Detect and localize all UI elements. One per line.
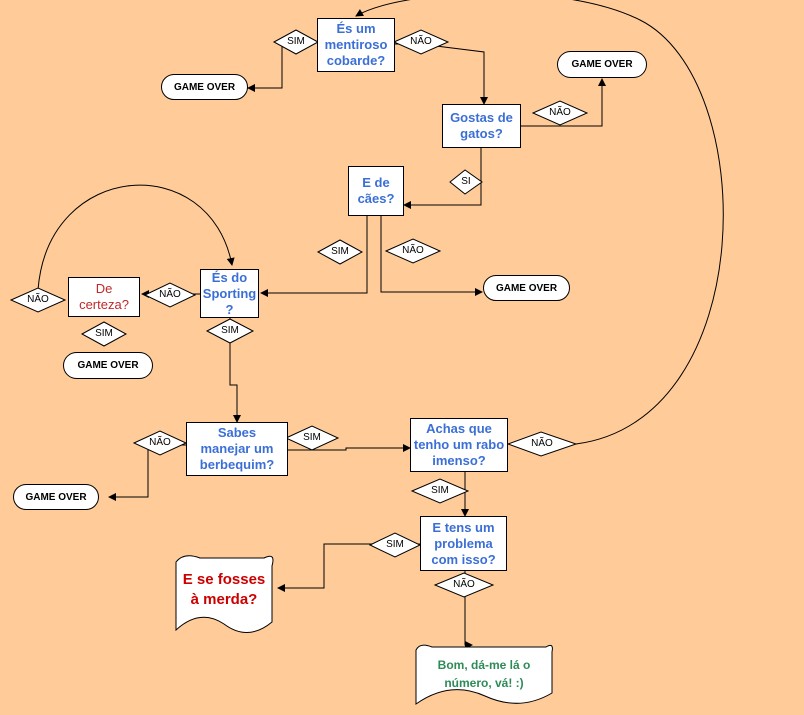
connector-mentiroso-nao: [395, 43, 488, 105]
label-berbequim-nao: NÃO: [149, 437, 171, 448]
terminal-game-over-left: GAME OVER: [13, 484, 99, 510]
diamond-mentiroso-nao: [392, 29, 450, 55]
box-gatos: Gostas de gatos?: [442, 104, 521, 148]
label-sporting-sim: SIM: [221, 325, 239, 336]
diamond-certeza-nao: [9, 287, 67, 313]
label-certeza-nao: NÃO: [27, 294, 49, 305]
label-berbequim-sim: SIM: [303, 432, 321, 443]
document-merda-text: E se fosses à merda?: [182, 571, 266, 608]
diamond-caes-sim: [316, 239, 364, 265]
terminal-game-over-middle: GAME OVER: [483, 275, 570, 301]
document-merda-shape: [175, 555, 274, 633]
diamond-berbequim-sim: [284, 425, 340, 451]
diamond-caes-nao: [384, 238, 442, 264]
label-rabo-nao: NÃO: [531, 438, 553, 449]
label-problema-sim: SIM: [386, 539, 404, 550]
box-sporting: És do Sporting ?: [200, 269, 259, 318]
diamond-gatos-nao: [531, 100, 589, 126]
connector-certeza-loop: [37, 184, 235, 291]
connector-gatos-nao: [521, 78, 606, 127]
box-problema: E tens um problema com isso?: [420, 516, 507, 571]
label-mentiroso-sim: SIM: [287, 36, 305, 47]
label-caes-nao: NÃO: [402, 245, 424, 256]
connector-rabo-loop: [355, 0, 724, 445]
label-problema-nao: NÃO: [453, 579, 475, 590]
diamond-rabo-sim: [410, 478, 470, 504]
label-gatos-nao: NÃO: [549, 107, 571, 118]
label-caes-sim: SIM: [331, 246, 349, 257]
label-certeza-sim: SIM: [95, 328, 113, 339]
box-certeza: De certeza?: [68, 277, 140, 317]
connector-berbequim-nao: [108, 444, 186, 501]
connector-sporting-sim: [229, 318, 241, 423]
box-rabo: Achas que tenho um rabo imenso?: [410, 418, 508, 472]
label-gatos-si: SI: [461, 176, 471, 187]
document-numero-text: Bom, dá-me lá o número, vá! :): [437, 658, 531, 690]
connector-berbequim-sim: [288, 444, 411, 452]
label-mentiroso-nao: NÃO: [410, 36, 432, 47]
label-sporting-nao: NÃO: [159, 289, 181, 300]
box-berbequim: Sabes manejar um berbequim?: [186, 422, 288, 476]
connector-mentiroso-sim: [247, 41, 317, 92]
box-mentiroso: És um mentiroso cobarde?: [317, 18, 395, 72]
box-caes: E de cães?: [348, 166, 404, 216]
connector-gatos-si: [403, 148, 482, 209]
diamond-certeza-sim: [80, 321, 128, 347]
document-numero-shape: [415, 644, 553, 705]
terminal-game-over-top-left: GAME OVER: [161, 74, 248, 100]
diamond-sporting-sim: [205, 318, 255, 344]
diamond-rabo-nao: [506, 431, 578, 457]
terminal-game-over-certeza: GAME OVER: [63, 352, 153, 379]
connector-caes-nao: [380, 216, 483, 296]
label-rabo-sim: SIM: [431, 485, 449, 496]
connector-caes-sim: [260, 216, 368, 297]
terminal-game-over-top-right: GAME OVER: [557, 51, 647, 78]
diamond-sporting-nao: [143, 282, 197, 308]
diamond-gatos-si: [449, 169, 483, 195]
diamond-problema-nao: [433, 572, 495, 598]
